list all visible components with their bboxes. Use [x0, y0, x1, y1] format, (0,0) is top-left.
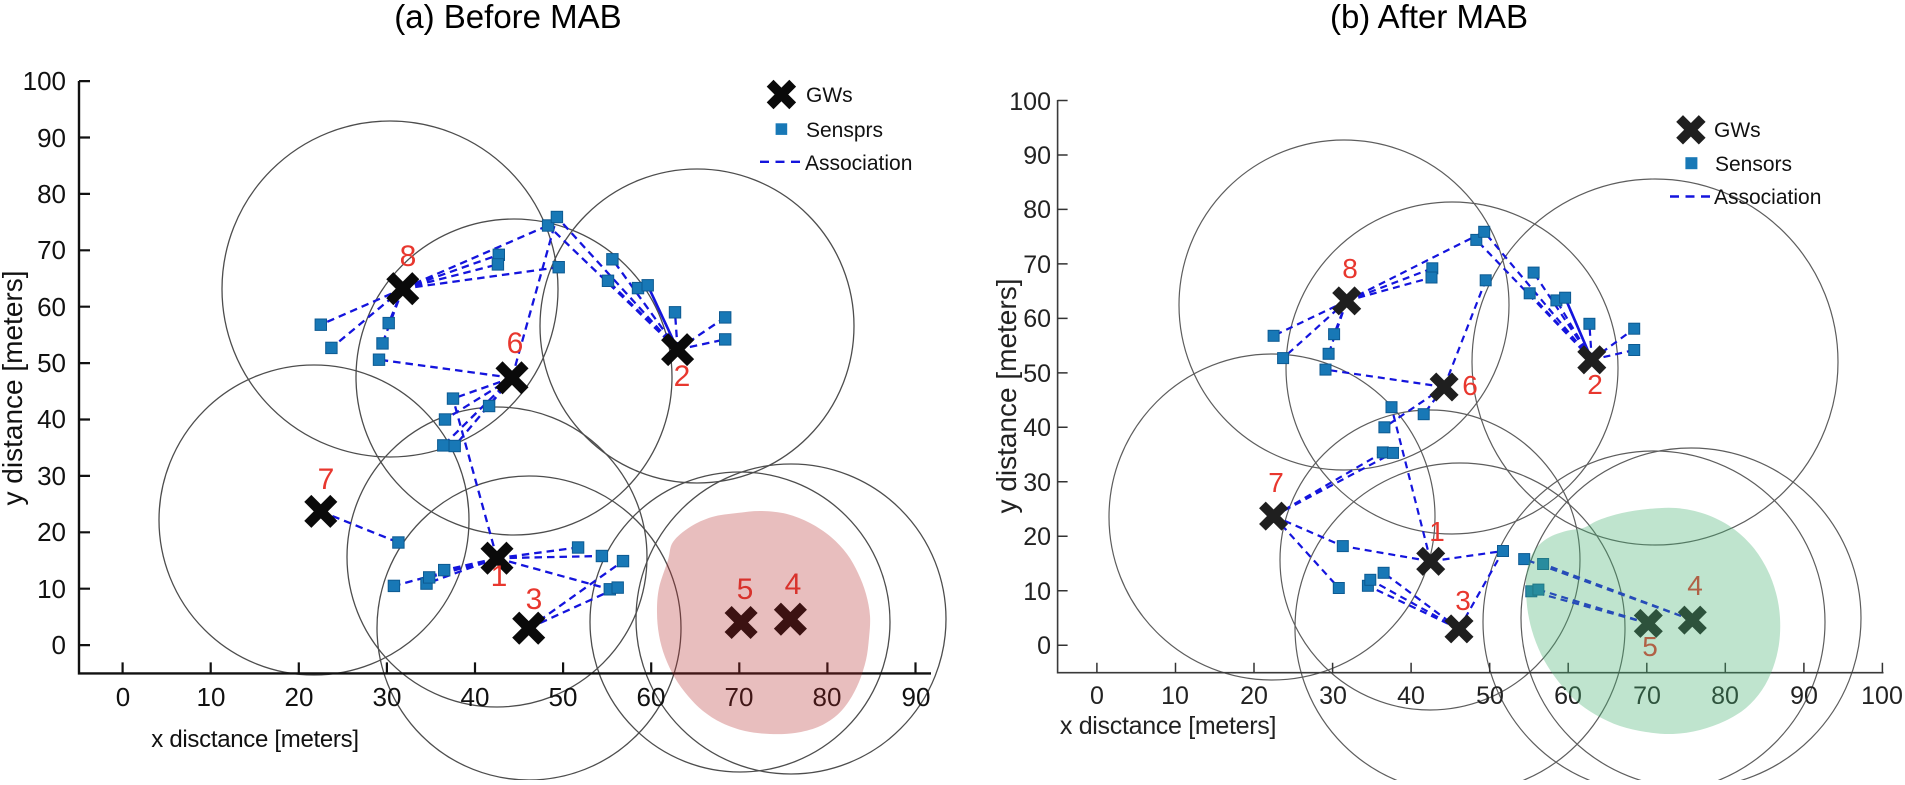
svg-text:80: 80 [1711, 682, 1739, 710]
svg-text:80: 80 [37, 179, 66, 209]
svg-text:10: 10 [37, 574, 66, 604]
svg-text:40: 40 [461, 682, 490, 712]
svg-text:40: 40 [37, 404, 66, 434]
svg-text:70: 70 [1023, 251, 1051, 279]
svg-text:70: 70 [37, 235, 66, 265]
svg-text:10: 10 [1023, 578, 1051, 606]
svg-text:100: 100 [23, 66, 66, 96]
svg-text:50: 50 [1476, 682, 1504, 710]
svg-text:x disctance [meters]: x disctance [meters] [151, 726, 358, 753]
svg-text:50: 50 [37, 348, 66, 378]
svg-text:40: 40 [1023, 414, 1051, 442]
svg-text:50: 50 [549, 682, 578, 712]
svg-text:7: 7 [318, 463, 335, 496]
svg-text:60: 60 [1023, 305, 1051, 333]
svg-text:60: 60 [637, 682, 666, 712]
svg-text:30: 30 [1319, 682, 1347, 710]
svg-text:0: 0 [1090, 682, 1104, 710]
svg-text:y distance [meters]: y distance [meters] [0, 271, 28, 506]
svg-text:4: 4 [785, 568, 802, 601]
svg-text:2: 2 [1587, 369, 1603, 400]
svg-text:1: 1 [1429, 516, 1445, 547]
svg-text:30: 30 [1023, 469, 1051, 497]
svg-text:Sensors: Sensors [1715, 153, 1792, 176]
svg-text:90: 90 [1023, 142, 1051, 170]
svg-text:5: 5 [737, 573, 754, 606]
svg-text:8: 8 [1342, 253, 1358, 284]
svg-text:100: 100 [1861, 682, 1903, 710]
svg-text:70: 70 [1633, 682, 1661, 710]
svg-text:30: 30 [37, 461, 66, 491]
svg-text:3: 3 [1455, 585, 1471, 616]
svg-text:60: 60 [37, 292, 66, 322]
svg-text:20: 20 [1240, 682, 1268, 710]
svg-text:20: 20 [1023, 523, 1051, 551]
svg-text:0: 0 [52, 630, 66, 660]
svg-text:Association: Association [805, 152, 912, 175]
svg-text:0: 0 [116, 682, 130, 712]
svg-text:1: 1 [491, 560, 508, 593]
svg-text:80: 80 [813, 682, 842, 712]
svg-text:(b) After MAB: (b) After MAB [1330, 0, 1528, 35]
svg-text:x disctance [meters]: x disctance [meters] [1060, 712, 1276, 740]
svg-text:(a) Before MAB: (a) Before MAB [394, 0, 621, 35]
svg-text:Association: Association [1714, 186, 1821, 209]
svg-text:8: 8 [400, 240, 417, 273]
svg-text:30: 30 [373, 682, 402, 712]
svg-text:Sensprs: Sensprs [806, 119, 883, 142]
svg-text:90: 90 [1790, 682, 1818, 710]
svg-text:90: 90 [37, 123, 66, 153]
svg-text:10: 10 [1161, 682, 1189, 710]
svg-text:GWs: GWs [1714, 119, 1761, 142]
svg-text:2: 2 [674, 360, 691, 393]
svg-text:60: 60 [1554, 682, 1582, 710]
svg-text:5: 5 [1642, 631, 1658, 662]
svg-text:0: 0 [1037, 632, 1051, 660]
svg-text:4: 4 [1687, 570, 1703, 601]
svg-text:50: 50 [1023, 360, 1051, 388]
svg-text:3: 3 [526, 583, 543, 616]
svg-text:100: 100 [1009, 88, 1051, 116]
svg-text:10: 10 [197, 682, 226, 712]
svg-text:80: 80 [1023, 196, 1051, 224]
svg-text:40: 40 [1397, 682, 1425, 710]
svg-text:6: 6 [507, 327, 524, 360]
svg-text:7: 7 [1268, 467, 1284, 498]
svg-text:90: 90 [902, 682, 931, 712]
svg-text:20: 20 [37, 517, 66, 547]
svg-text:70: 70 [725, 682, 754, 712]
svg-text:GWs: GWs [806, 84, 853, 107]
svg-text:y distance [meters]: y distance [meters] [991, 279, 1022, 514]
svg-text:20: 20 [285, 682, 314, 712]
svg-text:6: 6 [1462, 370, 1478, 401]
